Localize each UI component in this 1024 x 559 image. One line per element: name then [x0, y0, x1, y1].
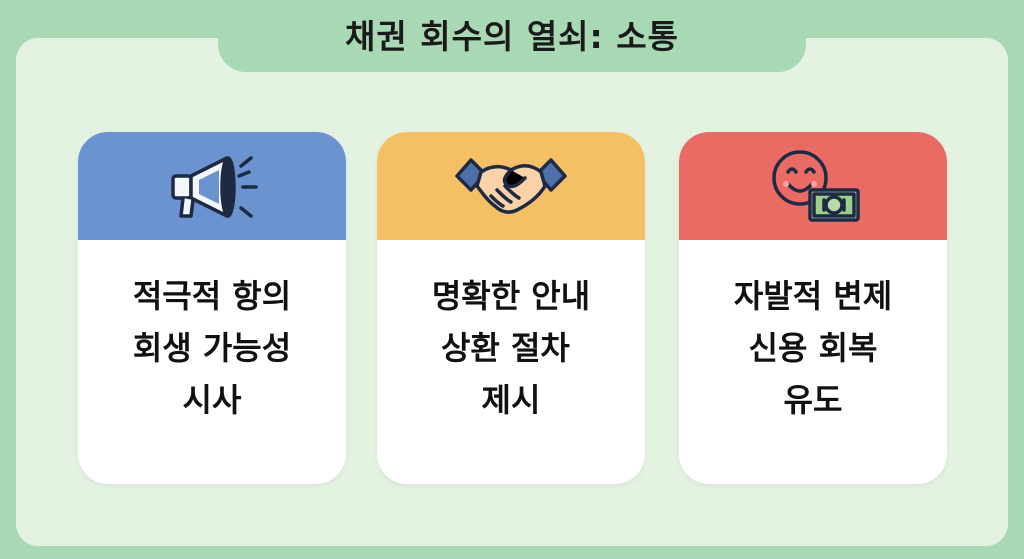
card-line: 유도	[783, 381, 843, 419]
title-tab: 채권 회수의 열쇠: 소통	[218, 0, 806, 72]
card-line: 시사	[182, 381, 242, 419]
card-line: 신용 회복	[748, 329, 878, 367]
card-repayment: 자발적 변제 신용 회복 유도	[679, 132, 947, 484]
card-text: 적극적 항의 회생 가능성 시사	[78, 240, 346, 426]
card-text: 자발적 변제 신용 회복 유도	[679, 240, 947, 426]
smiley-money-icon	[758, 144, 868, 228]
card-line: 상환 절차	[440, 329, 582, 367]
card-line: 제시	[481, 381, 541, 419]
card-header	[377, 132, 645, 240]
card-line: 명확한 안내	[431, 277, 591, 315]
card-protest: 적극적 항의 회생 가능성 시사	[78, 132, 346, 484]
page-title: 채권 회수의 열쇠: 소통	[345, 17, 679, 56]
card-text: 명확한 안내 상환 절차 제시	[377, 240, 645, 426]
card-header	[78, 132, 346, 240]
card-line: 회생 가능성	[132, 329, 292, 367]
handshake-icon	[451, 146, 571, 226]
card-line: 적극적 항의	[132, 277, 292, 315]
card-guidance: 명확한 안내 상환 절차 제시	[377, 132, 645, 484]
card-header	[679, 132, 947, 240]
megaphone-icon	[157, 146, 267, 226]
card-line: 자발적 변제	[733, 277, 893, 315]
